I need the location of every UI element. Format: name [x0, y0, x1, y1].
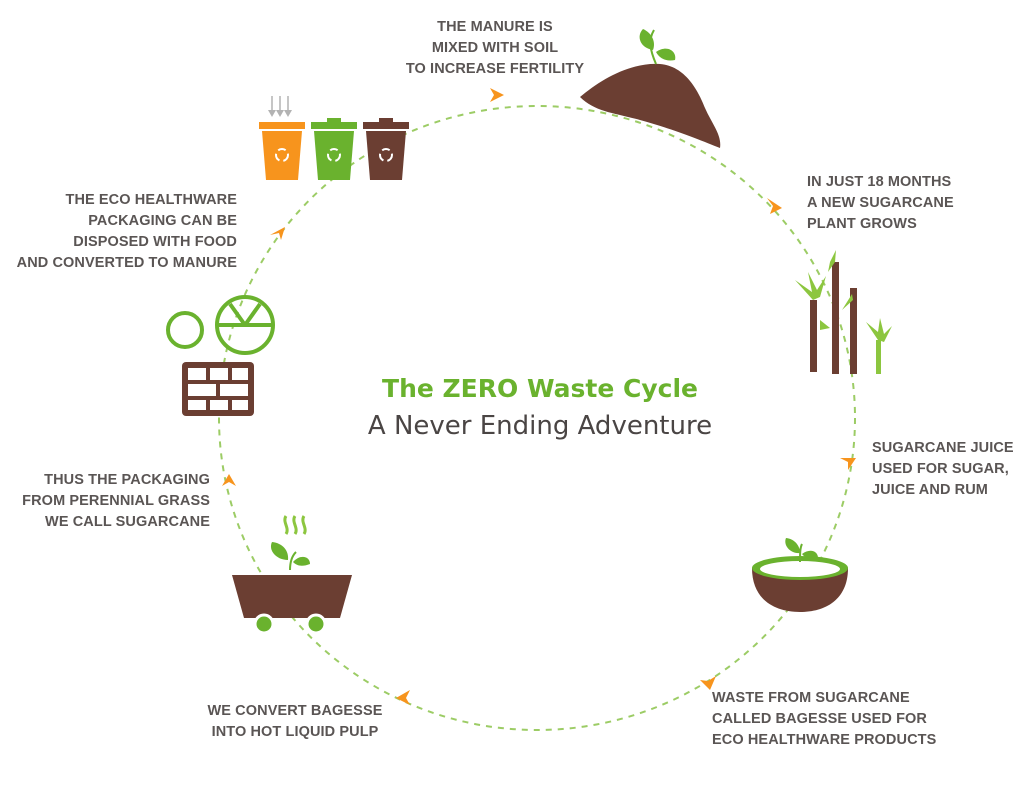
step-label-manure: THE MANURE IS MIXED WITH SOIL TO INCREAS… [405, 19, 585, 77]
arrow-upper-left-icon [270, 227, 285, 240]
cart-with-steaming-pulp-icon [232, 515, 352, 635]
arrow-lower-right-icon [700, 676, 716, 690]
step-label-bagesse: WASTE FROM SUGARCANE CALLED BAGESSE USED… [712, 690, 937, 748]
soil-mound-with-sprout-icon [580, 29, 721, 148]
recycling-bins-icon [259, 96, 409, 180]
arrow-bottom-icon [396, 690, 410, 705]
step-label-juice: SUGARCANE JUICE USED FOR SUGAR, JUICE AN… [872, 440, 1014, 498]
diagram-title: The ZERO Waste Cycle [382, 374, 698, 403]
step-label-packaging: THUS THE PACKAGING FROM PERENNIAL GRASS … [22, 472, 210, 530]
arrow-right-icon [840, 458, 856, 470]
plates-and-tray-icon [166, 295, 275, 416]
arrow-top-icon [490, 88, 504, 102]
step-label-disposal: THE ECO HEALTHWARE PACKAGING CAN BE DISP… [16, 192, 237, 271]
center-heading: The ZERO Waste Cycle A Never Ending Adve… [330, 372, 750, 444]
step-label-pulp: WE CONVERT BAGESSE INTO HOT LIQUID PULP [207, 703, 383, 740]
sugarcane-plants-icon [795, 250, 892, 374]
step-label-growth: IN JUST 18 MONTHS A NEW SUGARCANE PLANT … [807, 174, 954, 232]
bowl-with-sprout-icon [752, 538, 848, 612]
arrow-left-icon [222, 474, 236, 486]
arrow-upper-right-icon [767, 198, 782, 214]
diagram-subtitle: A Never Ending Adventure [367, 411, 713, 441]
cycle-ring [218, 105, 856, 731]
direction-arrows [222, 88, 856, 705]
